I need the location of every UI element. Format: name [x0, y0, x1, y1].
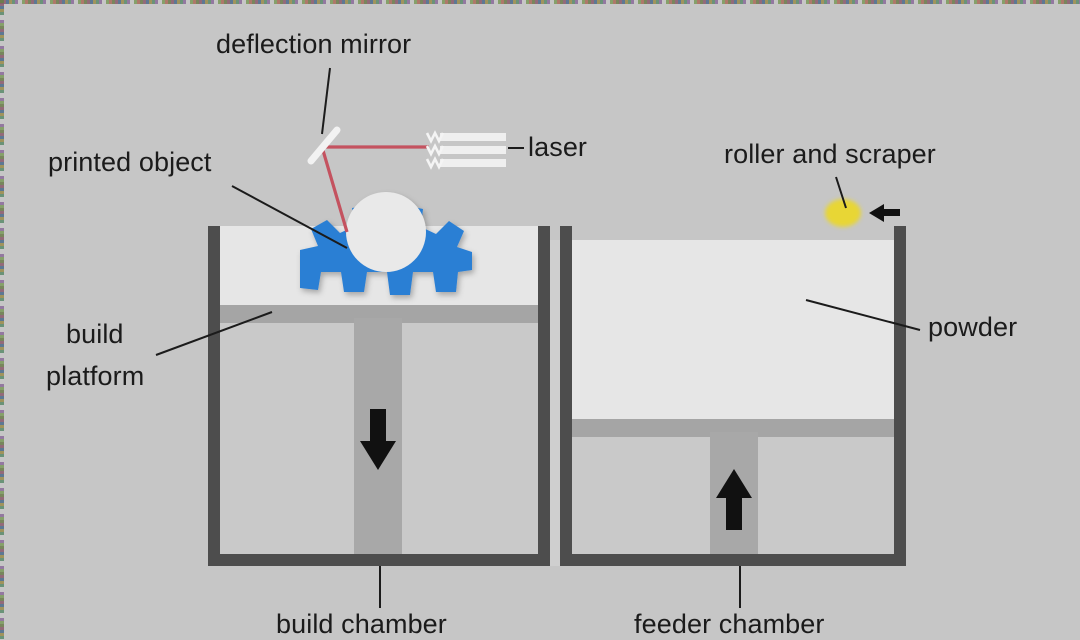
build-platform-down-arrow-icon — [360, 409, 396, 470]
label-build-platform-line1: build — [66, 319, 124, 349]
leader-powder — [805, 299, 921, 331]
laser-coil-1 — [425, 130, 445, 144]
laser-bar-1 — [440, 133, 506, 141]
roller-blob — [825, 199, 861, 227]
build-platform-bar — [216, 305, 538, 323]
roller-and-scraper-icon — [825, 199, 900, 227]
leader-deflection-mirror — [321, 67, 331, 135]
build-chamber-group — [208, 226, 550, 566]
leader-printed-object — [231, 185, 348, 249]
label-printed-object: printed object — [48, 147, 212, 177]
leader-lines — [155, 67, 921, 608]
roller-direction-left-arrow-icon — [869, 204, 900, 222]
deflection-mirror-icon — [307, 126, 341, 165]
label-powder: powder — [928, 312, 1018, 342]
printed-object-gear — [300, 192, 472, 295]
gear-hub-hole — [346, 192, 426, 272]
feeder-chamber-floor — [560, 554, 906, 566]
build-chamber-right-wall — [538, 226, 550, 566]
feeder-platform-up-arrow-icon — [716, 469, 752, 530]
label-build-chamber: build chamber — [276, 609, 447, 639]
chamber-divider-slot — [550, 240, 560, 566]
laser-bar-3 — [440, 159, 506, 167]
label-laser: laser — [528, 132, 588, 162]
build-chamber-left-wall — [208, 226, 220, 566]
feeder-chamber-left-wall — [560, 226, 572, 566]
laser-coil-3 — [425, 156, 445, 170]
label-feeder-chamber: feeder chamber — [634, 609, 825, 639]
leader-build-platform — [155, 311, 273, 356]
label-build-platform-line2: platform — [46, 361, 145, 391]
laser-coil-2 — [425, 143, 445, 157]
build-chamber-floor — [208, 554, 550, 566]
label-deflection-mirror: deflection mirror — [216, 29, 412, 59]
feeder-chamber-group — [550, 226, 906, 566]
leader-roller-and-scraper — [835, 176, 847, 209]
mirror-surface — [307, 126, 341, 165]
feeder-chamber-powder — [572, 240, 894, 420]
feeder-platform-bar — [572, 419, 894, 437]
laser-emitter-icon — [425, 130, 506, 170]
label-roller-and-scraper: roller and scraper — [724, 139, 936, 169]
laser-bar-2 — [440, 146, 506, 154]
feeder-chamber-right-wall — [894, 226, 906, 566]
